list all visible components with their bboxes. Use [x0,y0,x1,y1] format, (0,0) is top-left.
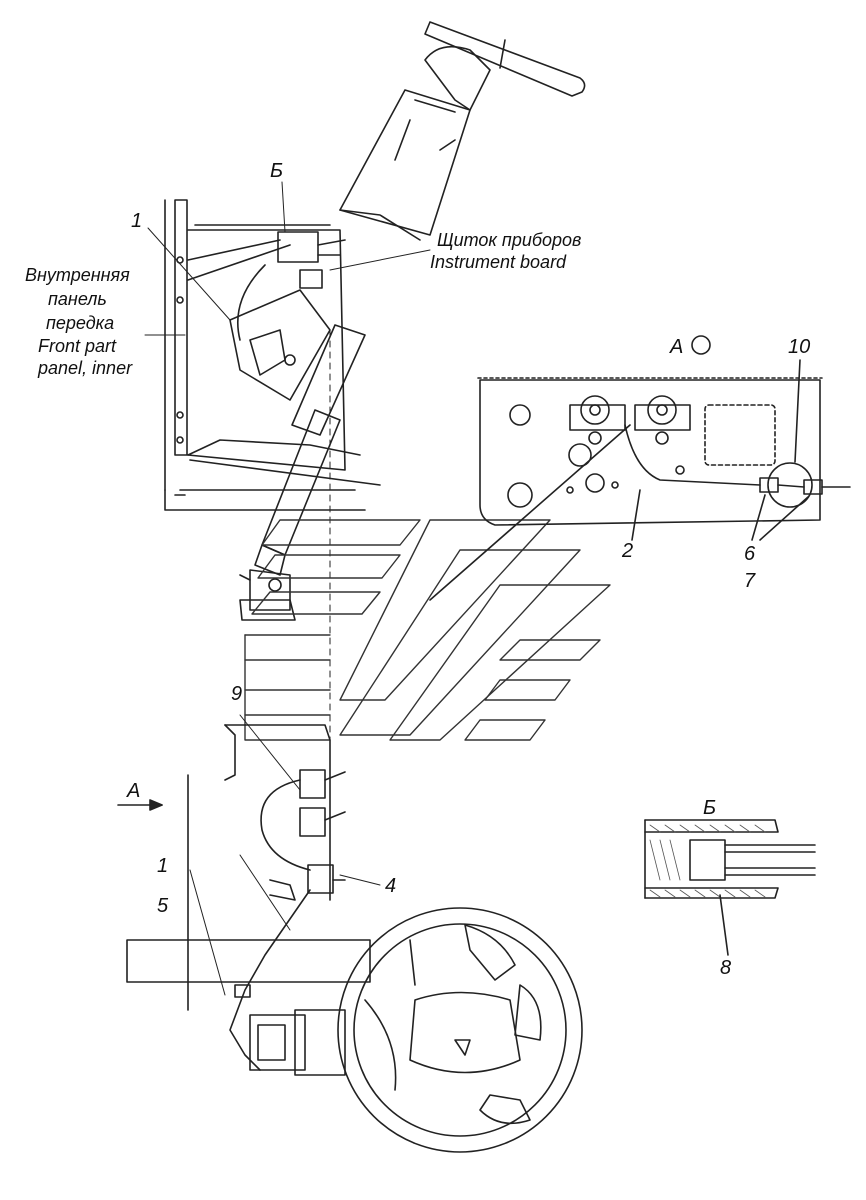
watermark-chevrons [244,519,611,741]
side-view-assembly [126,714,381,1076]
label-view-a: А [670,336,684,358]
steering-column-top [339,21,586,241]
label-section-b-top: Б [270,160,284,182]
view-a-arrow [117,799,163,811]
label-inner-panel-ru-3: передка [46,313,115,333]
leader-lines [144,181,431,336]
label-callout-1-bottom: 1 [157,855,169,877]
front-panel-assembly [164,199,381,511]
section-b-detail [644,819,816,956]
label-inner-panel-en-1: Front part [38,336,117,356]
label-instrument-board-en: Instrument board [430,252,567,272]
label-callout-7: 7 [744,570,756,592]
label-callout-2: 2 [622,540,634,562]
label-inner-panel-ru-2: панель [48,289,107,309]
label-instrument-board-ru: Щиток приборов [437,230,582,250]
label-callout-8: 8 [720,957,732,979]
label-callout-6: 6 [744,543,756,565]
label-inner-panel-ru-1: Внутренняя [25,265,130,285]
label-callout-1-top: 1 [131,210,143,232]
view-a-panel [429,335,851,601]
label-callout-10: 10 [788,336,811,358]
steering-wheel [337,907,583,1153]
label-callout-9: 9 [231,683,243,705]
label-section-b-detail: Б [703,797,717,819]
label-inner-panel-en-2: panel, inner [38,358,133,378]
label-callout-4: 4 [385,875,397,897]
label-arrow-a: А [127,780,141,802]
label-callout-5: 5 [157,895,169,917]
